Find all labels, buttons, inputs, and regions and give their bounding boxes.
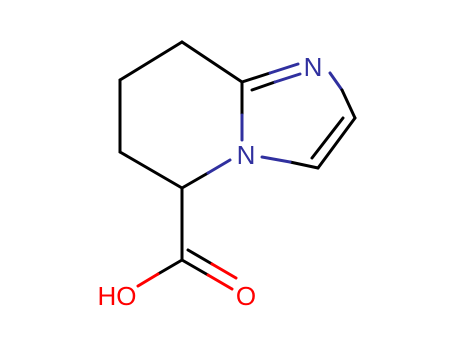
bond-c8a-n1-b2 <box>273 72 302 84</box>
bonds <box>118 40 357 291</box>
atom-n1: N <box>304 52 323 82</box>
bond-n1-c2-blue <box>328 71 344 92</box>
bond-c-o-double-a <box>180 258 210 277</box>
bond-c3-n4-black <box>288 160 320 170</box>
bond-c-o-double-b <box>186 248 214 266</box>
bond-c4-n4-black <box>180 171 210 190</box>
atom-n4: N <box>237 140 256 170</box>
bond-c8a-n1-a2 <box>268 62 300 75</box>
bond-c-oh-red <box>136 272 160 288</box>
bond-c5-c4 <box>118 150 184 190</box>
bond-c7-c6 <box>118 40 184 82</box>
atom-oh: HO <box>98 281 137 311</box>
atom-labels: N N O HO <box>98 52 323 311</box>
atom-o-carbonyl: O <box>236 281 256 311</box>
bond-c8a-n1-a <box>240 71 272 84</box>
bond-c8a-n1-b <box>250 80 277 92</box>
bond-c8-c7 <box>180 40 244 84</box>
bond-c-o-double-b2 <box>210 262 238 280</box>
bond-c2-c3-inner <box>310 116 345 160</box>
bond-c4-n4-blue <box>206 158 232 175</box>
bond-c2-c3-outer <box>316 116 357 170</box>
bond-c3-n4-blue <box>260 155 292 164</box>
bond-c-oh-black <box>156 258 184 276</box>
bond-c-o-double-a2 <box>206 273 234 291</box>
bond-n1-c2-black <box>340 88 357 120</box>
